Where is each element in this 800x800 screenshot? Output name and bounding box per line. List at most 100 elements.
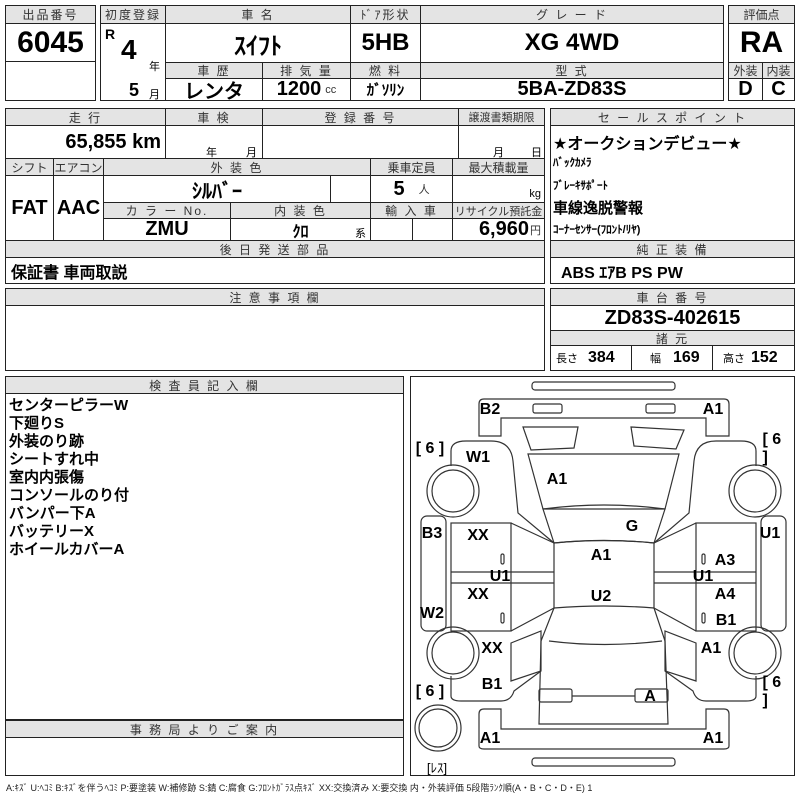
color-no: ZMU <box>103 218 231 241</box>
import-cell-2 <box>412 218 453 241</box>
damage-mark: A4 <box>714 586 736 603</box>
office-area <box>5 737 404 776</box>
reg-no-label: 登 録 番 号 <box>262 108 459 126</box>
insp-month-unit: 月 <box>246 147 257 159</box>
inspection-date: 年月 <box>165 125 263 159</box>
damage-mark: W2 <box>420 605 444 622</box>
damage-mark: B1 <box>715 612 737 629</box>
damage-mark: A1 <box>590 547 612 564</box>
history: レンタ <box>165 78 263 101</box>
length-value: 384 <box>588 349 615 366</box>
displacement-unit: cc <box>325 83 337 96</box>
recycle-unit: 円 <box>530 224 541 237</box>
import-cell-1 <box>370 218 413 241</box>
doc-month-unit: 月 <box>493 147 504 159</box>
displacement-value: 1200 <box>276 78 322 100</box>
doc-deadline: 月日 <box>458 125 545 159</box>
ext-color-label: 外 装 色 <box>103 158 371 176</box>
car-name-label: 車 名 <box>165 5 351 24</box>
grade: XG 4WD <box>420 23 724 63</box>
equipment-label: 純 正 装 備 <box>550 240 795 258</box>
notes-area <box>5 305 545 371</box>
later-parts-label: 後 日 発 送 部 品 <box>5 240 545 258</box>
height-value: 152 <box>751 349 778 366</box>
shift: FAT <box>5 175 54 241</box>
inspector-line: コンソールのり付 <box>9 487 130 504</box>
width-label: 幅 <box>650 353 661 365</box>
tire-depth: [ 6 ] <box>762 431 782 466</box>
ext-score-label: 外装 <box>728 62 763 79</box>
inspector-area <box>5 393 404 720</box>
office-label: 事 務 局 よ り ご 案 内 <box>5 720 404 738</box>
spec-height: 高さ 152 <box>712 345 795 371</box>
fuel-label: 燃 料 <box>350 62 421 79</box>
ext-color: ｼﾙﾊﾞｰ <box>103 175 331 203</box>
damage-mark: A1 <box>546 471 568 488</box>
grade-label: グ レ ー ド <box>420 5 724 24</box>
notes-label: 注 意 事 項 欄 <box>5 288 545 306</box>
int-color-unit: 系 <box>355 228 366 240</box>
specs-label: 諸 元 <box>550 330 795 346</box>
recycle-value: 6,960 <box>478 218 529 240</box>
reg-no-value <box>262 125 459 159</box>
damage-mark: A <box>644 688 656 705</box>
inspector-line: バッテリーX <box>9 523 95 540</box>
year-unit: 年 <box>149 61 160 73</box>
tire-depth: [ 6 ] <box>762 674 782 709</box>
inspector-line: 室内内張傷 <box>9 469 85 486</box>
damage-mark: G <box>625 518 639 535</box>
damage-mark: B3 <box>421 525 443 542</box>
model-label: 型 式 <box>420 62 724 79</box>
sales-point: ★オークションデビュー★ <box>553 136 742 153</box>
inspector-line: ホイールカバーA <box>9 541 125 558</box>
sales-point: ｺｰﾅｰｾﾝｻｰ(ﾌﾛﾝﾄ/ﾘﾔ) <box>553 224 641 236</box>
damage-mark: A1 <box>702 401 724 418</box>
reg-month: 5 <box>129 80 140 100</box>
tire-depth: [ 6 ] <box>415 440 445 457</box>
first-reg-label: 初度登録 <box>100 5 166 24</box>
damage-mark: XX <box>467 527 489 544</box>
door-type: 5HB <box>350 23 421 63</box>
ext-color-blank <box>330 175 371 203</box>
damage-mark: XX <box>481 640 503 657</box>
height-label: 高さ <box>723 353 745 365</box>
color-no-label: カ ラ ー No. <box>103 202 231 219</box>
doc-day-unit: 日 <box>531 147 542 159</box>
capacity-label: 乗車定員 <box>370 158 453 176</box>
car-outline <box>414 381 787 767</box>
model-code: 5BA-ZD83S <box>420 78 724 101</box>
shift-label: シフト <box>5 158 54 176</box>
door-label: ﾄﾞｱ形状 <box>350 5 421 24</box>
capacity-unit: 人 <box>418 184 430 196</box>
capacity-value: 5 <box>393 177 405 200</box>
spec-length: 長さ 384 <box>550 345 632 371</box>
inspector-line: 外装のり跡 <box>9 433 85 450</box>
int-score: C <box>762 78 795 101</box>
recycle-label: リサイクル預託金 <box>452 202 545 219</box>
chassis-label: 車 台 番 号 <box>550 288 795 306</box>
damage-mark: U1 <box>759 525 781 542</box>
damage-mark: U1 <box>489 568 511 585</box>
era: R <box>105 26 116 42</box>
sales-point: ﾊﾞｯｸｶﾒﾗ <box>553 157 592 169</box>
equipment: ABS ｴｱB PS PW <box>550 257 795 284</box>
damage-mark: A1 <box>702 730 724 747</box>
doc-deadline-label: 譲渡書類期限 <box>458 108 545 126</box>
sales-point: 車線逸脱警報 <box>553 200 644 217</box>
int-color-label: 内 装 色 <box>230 202 371 219</box>
inspector-line: 下廻りS <box>9 415 65 432</box>
insp-year-unit: 年 <box>206 147 217 159</box>
damage-mark: B2 <box>479 401 501 418</box>
fuel: ｶﾞｿﾘﾝ <box>350 78 421 101</box>
ac: AAC <box>53 175 104 241</box>
max-load: kg <box>452 175 545 203</box>
length-label: 長さ <box>556 353 578 365</box>
damage-mark: W1 <box>466 449 490 466</box>
lot-blank <box>5 61 96 101</box>
int-color-value: ｸﾛ <box>292 223 309 241</box>
inspector-line: バンパー下A <box>9 505 96 522</box>
sales-point: ﾌﾞﾚｰｷｻﾎﾟｰﾄ <box>553 180 608 192</box>
damage-mark: A1 <box>700 640 722 657</box>
